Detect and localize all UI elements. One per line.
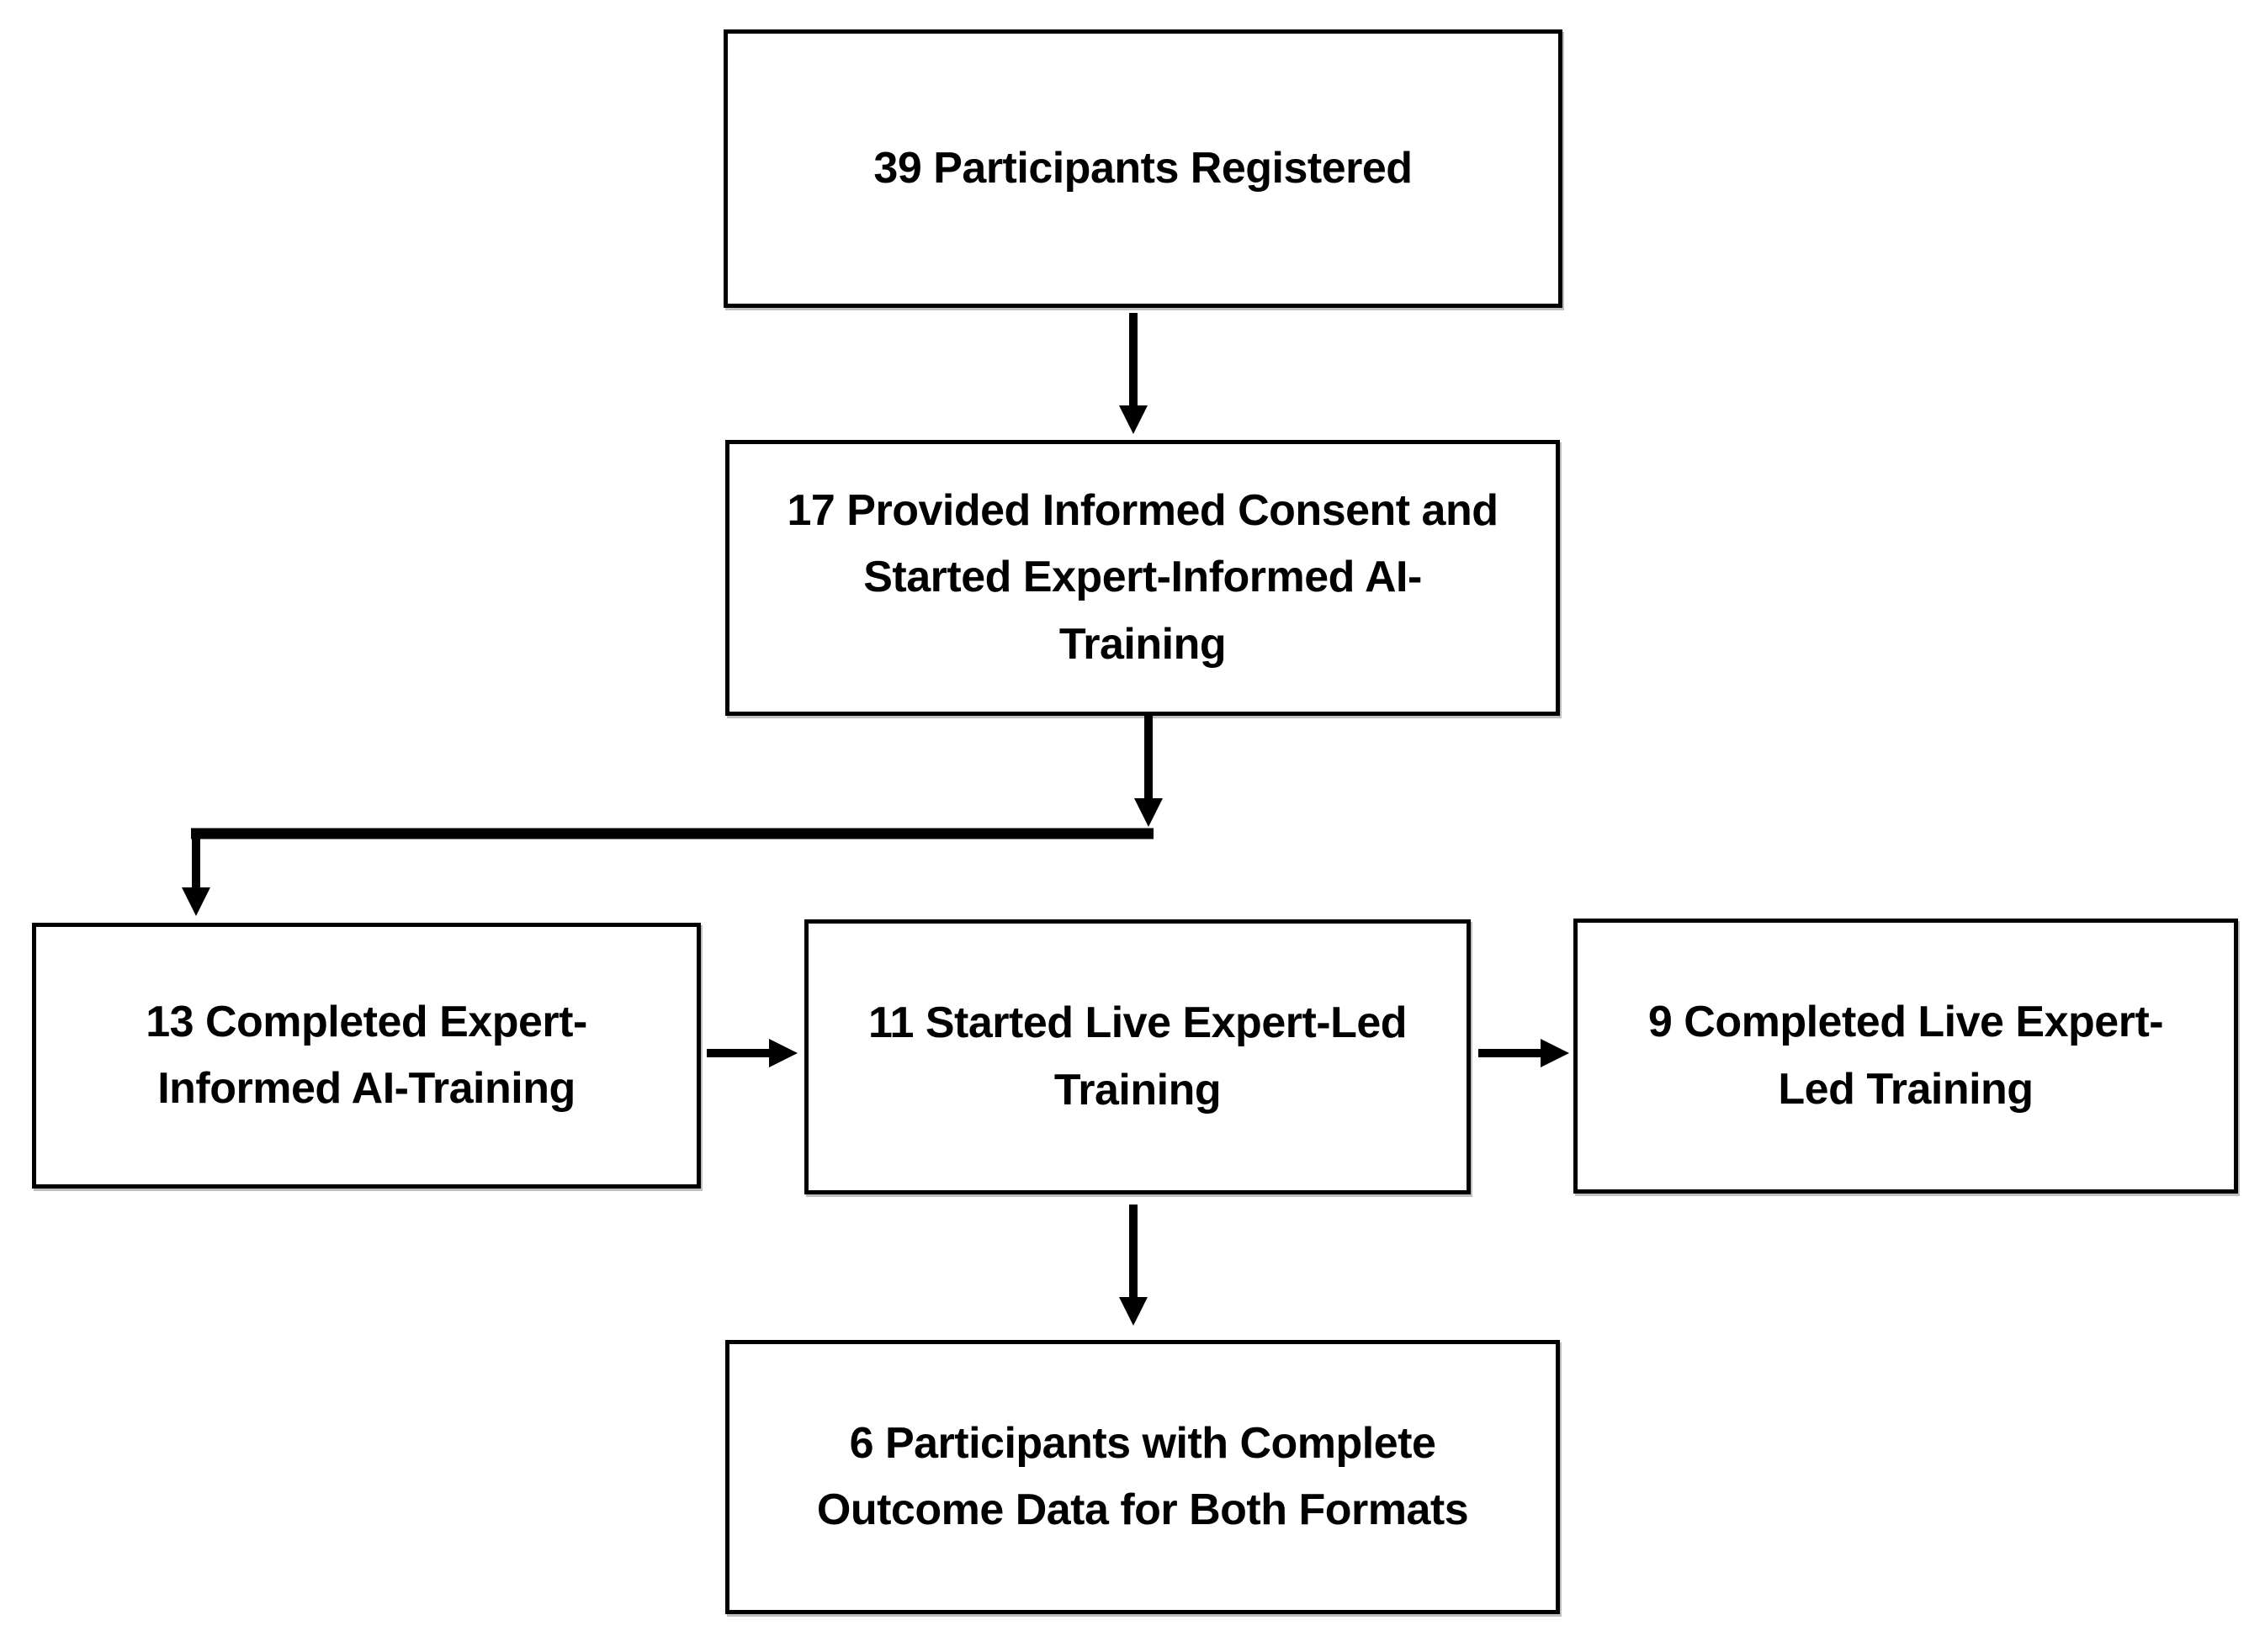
node-completed-ai-training-label: 13 Completed Expert- Informed AI-Trainin… <box>146 997 587 1113</box>
node-registered-label: 39 Participants Registered <box>873 143 1413 193</box>
arrow-started-live-to-complete-outcome <box>1119 1205 1148 1326</box>
node-completed-live-training: 9 Completed Live Expert- Led Training <box>1573 919 2238 1194</box>
node-complete-outcome-data: 6 Participants with Complete Outcome Dat… <box>725 1340 1560 1614</box>
node-consent-started-ai-training: 17 Provided Informed Consent and Started… <box>725 440 1560 716</box>
node-complete-outcome-data-label: 6 Participants with Complete Outcome Dat… <box>816 1418 1469 1534</box>
node-consent-started-ai-training-label: 17 Provided Informed Consent and Started… <box>787 486 1498 669</box>
arrow-registered-to-consent <box>1119 313 1148 434</box>
node-completed-live-training-label: 9 Completed Live Expert- Led Training <box>1647 998 2164 1114</box>
arrow-completed-ai-to-started-live <box>707 1039 798 1067</box>
arrow-started-live-to-completed-live <box>1478 1039 1569 1067</box>
arrow-consent-to-completed-ai <box>182 716 1163 916</box>
node-started-live-training-label: 11 Started Live Expert-Led Training <box>867 998 1408 1115</box>
node-completed-ai-training: 13 Completed Expert- Informed AI-Trainin… <box>32 923 701 1189</box>
node-started-live-training: 11 Started Live Expert-Led Training <box>804 919 1471 1194</box>
node-registered: 39 Participants Registered <box>724 29 1562 308</box>
